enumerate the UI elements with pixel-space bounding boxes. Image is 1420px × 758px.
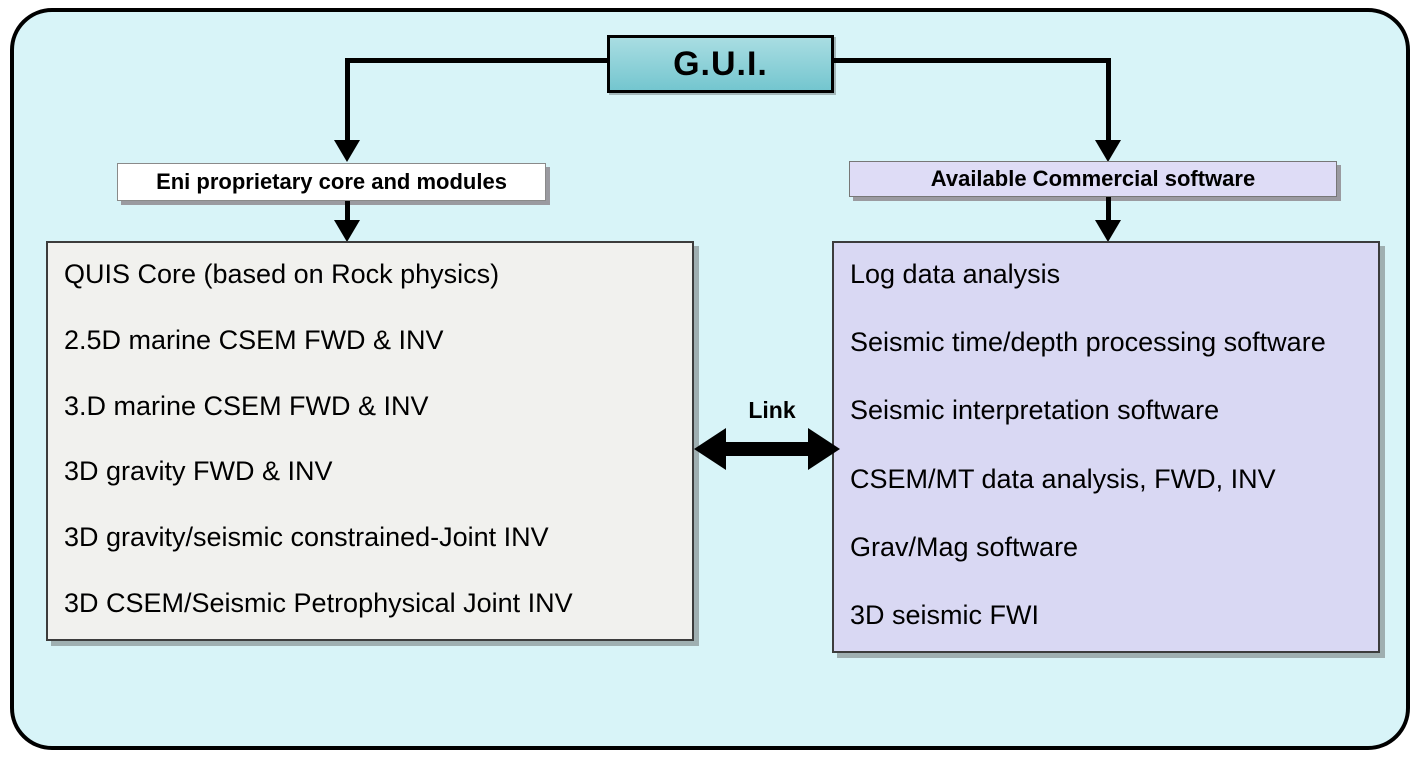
gui-box: G.U.I. [607, 35, 834, 93]
right-header-text: Available Commercial software [930, 166, 1256, 191]
left-header-text: Eni proprietary core and modules [156, 169, 507, 194]
proprietary-modules-box: QUIS Core (based on Rock physics) 2.5D m… [46, 241, 694, 641]
connector-right-vertical [1106, 58, 1111, 142]
list-item: 3D gravity FWD & INV [64, 456, 333, 487]
list-item: Grav/Mag software [850, 531, 1079, 562]
list-item: Log data analysis [850, 259, 1061, 289]
right-header-label: Available Commercial software [849, 161, 1337, 197]
connector-left-vertical [345, 58, 350, 142]
commercial-software-box: Log data analysis Seismic time/depth pro… [832, 241, 1380, 653]
list-item: 3D CSEM/Seismic Petrophysical Joint INV [64, 587, 573, 618]
list-item: QUIS Core (based on Rock physics) [64, 259, 500, 289]
list-item: 3D seismic FWI [850, 599, 1039, 630]
list-item: 3D gravity/seismic constrained-Joint INV [64, 522, 549, 553]
diagram-canvas: G.U.I. Eni proprietary core and modules … [10, 8, 1410, 750]
connector-left-horizontal [345, 58, 607, 63]
arrow-down-icon [334, 220, 360, 242]
gui-label: G.U.I. [673, 44, 768, 83]
connector-right-header-to-box [1106, 197, 1111, 221]
left-header-label: Eni proprietary core and modules [117, 163, 546, 201]
link-label: Link [748, 397, 796, 423]
arrow-down-icon [334, 140, 360, 162]
list-item: CSEM/MT data analysis, FWD, INV [850, 463, 1276, 494]
arrow-down-icon [1095, 220, 1121, 242]
list-item: Seismic time/depth processing software [850, 327, 1326, 358]
double-arrow-icon [694, 428, 840, 470]
connector-right-horizontal [834, 58, 1111, 63]
connector-left-header-to-box [345, 201, 350, 223]
list-item: 2.5D marine CSEM FWD & INV [64, 324, 444, 355]
arrow-down-icon [1095, 140, 1121, 162]
list-item: 3.D marine CSEM FWD & INV [64, 390, 429, 421]
list-item: Seismic interpretation software [850, 395, 1220, 426]
